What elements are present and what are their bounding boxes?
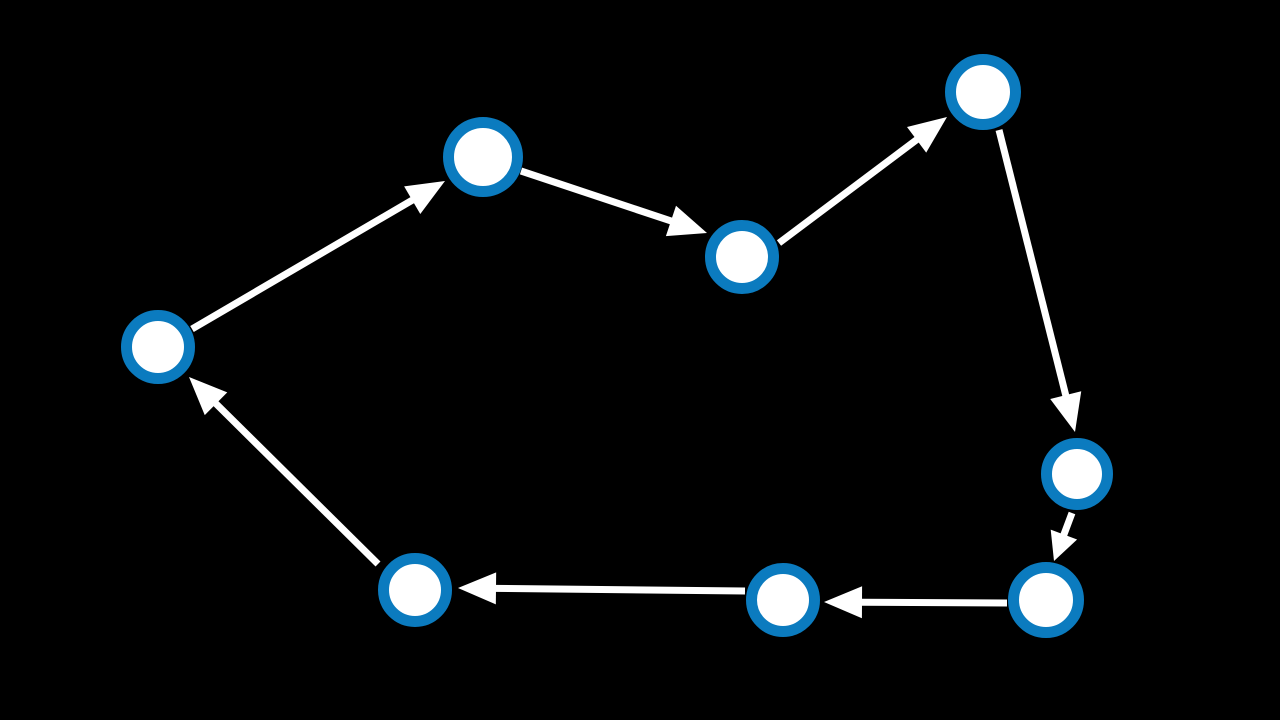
node-circle <box>945 54 1021 130</box>
graph-node[interactable] <box>378 553 452 627</box>
edge-arrowhead-icon <box>1050 529 1078 561</box>
edge-line <box>493 584 746 595</box>
graph-edge[interactable] <box>190 181 445 333</box>
graph-edge[interactable] <box>776 117 947 246</box>
edge-arrowhead-icon <box>907 117 947 153</box>
node-circle <box>1008 562 1084 638</box>
graph-node[interactable] <box>746 563 820 637</box>
graph-node[interactable] <box>1008 562 1084 638</box>
graph-node[interactable] <box>443 117 523 197</box>
graph-edge[interactable] <box>824 586 1008 619</box>
graph-node[interactable] <box>705 220 779 294</box>
edge-line <box>776 135 921 246</box>
edge-line <box>859 598 1008 607</box>
node-circle <box>746 563 820 637</box>
node-circle <box>378 553 452 627</box>
graph-edge[interactable] <box>1050 511 1078 561</box>
node-circle <box>121 310 195 384</box>
edge-line <box>190 196 416 333</box>
graph-node[interactable] <box>1041 438 1113 510</box>
edges-layer <box>189 117 1082 619</box>
nodes-layer <box>121 54 1113 638</box>
graph-edge[interactable] <box>995 129 1082 432</box>
edge-arrowhead-icon <box>1050 391 1082 432</box>
edge-arrowhead-icon <box>665 205 707 237</box>
graph-node[interactable] <box>121 310 195 384</box>
graph-edge[interactable] <box>519 167 707 237</box>
edge-line <box>212 399 381 567</box>
node-circle <box>443 117 523 197</box>
edge-arrowhead-icon <box>824 586 863 619</box>
edge-arrowhead-icon <box>189 377 228 416</box>
edge-line <box>519 167 674 225</box>
node-circle <box>705 220 779 294</box>
edge-arrowhead-icon <box>458 572 497 605</box>
edge-line <box>995 129 1070 398</box>
graph-edge[interactable] <box>458 572 746 605</box>
graph-node[interactable] <box>945 54 1021 130</box>
node-circle <box>1041 438 1113 510</box>
edge-line <box>1059 511 1076 538</box>
graph-edge[interactable] <box>189 377 381 567</box>
edge-arrowhead-icon <box>404 181 445 214</box>
